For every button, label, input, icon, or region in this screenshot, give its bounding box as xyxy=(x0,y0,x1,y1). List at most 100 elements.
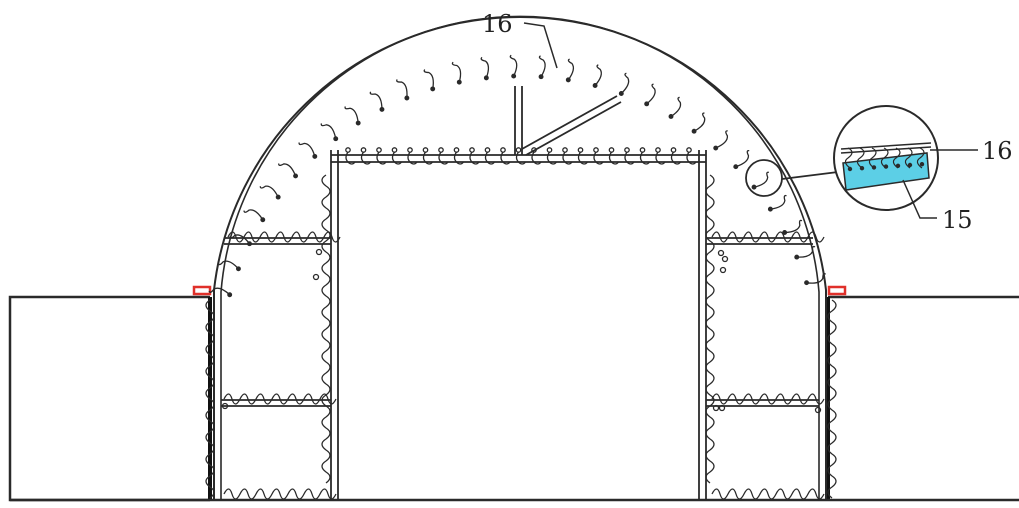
arch-bolt-head xyxy=(733,164,739,170)
arch-bolt-head xyxy=(782,230,788,235)
beam-hook xyxy=(577,151,589,165)
beam-hook-head xyxy=(360,147,367,153)
beam-hook-head xyxy=(624,147,630,153)
central-strut xyxy=(514,86,523,155)
detail-bolt xyxy=(880,147,889,169)
right-red-marker xyxy=(827,285,847,296)
arch-bolt-head xyxy=(618,91,624,96)
arch-bolt xyxy=(715,130,729,149)
detail-bolt xyxy=(868,147,877,169)
arch-bolt xyxy=(693,112,706,132)
beam-hook-head xyxy=(577,147,584,153)
beam-hook-head xyxy=(453,147,460,153)
arch-bolt xyxy=(784,219,803,234)
detail-lower-label: 15 xyxy=(942,206,973,234)
arch-bolt-head xyxy=(227,292,233,298)
detail-bolt xyxy=(856,147,865,169)
beam-hook xyxy=(453,151,465,165)
arch-bolt xyxy=(735,149,750,168)
crossbar-wave xyxy=(223,393,337,405)
beam-hook xyxy=(670,151,682,165)
arch-bolt xyxy=(259,185,279,198)
arch-bolt-head xyxy=(565,77,571,83)
beam-hook xyxy=(422,151,434,165)
detail-magnified-view xyxy=(833,105,939,211)
detail-bolt xyxy=(904,147,913,169)
wall-wave xyxy=(827,299,837,499)
arch-bolt-head xyxy=(804,280,810,286)
arch-bolt xyxy=(806,273,827,284)
beam-hook xyxy=(438,151,449,165)
detail-bolt-head xyxy=(859,165,865,171)
arch-bolt-head xyxy=(751,184,757,190)
beam-hook xyxy=(345,151,356,165)
right-holes xyxy=(712,249,822,414)
arch-bolt xyxy=(278,163,297,177)
arch-bolt-head xyxy=(511,73,517,79)
beam-hook-head xyxy=(407,147,413,153)
arch-bolt xyxy=(423,69,434,89)
detail-bolt xyxy=(892,147,901,169)
arch-bolt-head xyxy=(592,83,598,88)
arch-bolt-head xyxy=(235,266,241,272)
beam-hook xyxy=(407,151,418,165)
detail-shotcrete-layer xyxy=(842,152,930,191)
beam-hook xyxy=(391,151,403,165)
arch-bolt xyxy=(298,142,316,157)
arch-bolt xyxy=(480,56,490,79)
arch-bolt xyxy=(208,287,231,296)
beam-hook xyxy=(500,151,511,165)
arch-bolt-head xyxy=(312,153,318,159)
arch-bolt-head xyxy=(275,194,281,200)
right-inner-frame xyxy=(698,150,819,500)
left-red-marker xyxy=(192,285,212,296)
crossbar-wave xyxy=(223,488,337,500)
arch-bolt xyxy=(753,171,770,188)
arch-bolt xyxy=(396,79,408,99)
arch-bolt xyxy=(509,54,518,77)
arch-bolt xyxy=(567,58,575,81)
arch-bolt xyxy=(620,72,630,94)
beam-hook xyxy=(593,151,604,165)
arch-bolt-head xyxy=(538,74,544,80)
top-label: 16 xyxy=(482,10,513,38)
arch-bolt xyxy=(770,194,787,210)
arch-bolt xyxy=(344,106,359,124)
arch-bolt-head xyxy=(691,128,697,134)
beam-hook-head xyxy=(670,147,677,153)
beam-hook-head xyxy=(345,147,351,153)
detail-bolt-head xyxy=(883,164,889,169)
right-ground-block xyxy=(826,295,1019,500)
crossbar-wave xyxy=(711,488,825,500)
detail-upper-label: 16 xyxy=(982,137,1013,165)
label-leaders xyxy=(523,22,978,219)
crossbar-wave xyxy=(227,231,341,243)
beam-hook-head xyxy=(639,147,646,153)
arch-bolt-waves xyxy=(208,54,827,298)
arch-bolt-head xyxy=(483,75,489,81)
beam-hook xyxy=(515,151,527,165)
beam-hook xyxy=(484,151,496,165)
beam-hook-head xyxy=(500,147,506,153)
beam-hook-head xyxy=(655,147,661,153)
wall-bolt-waves xyxy=(205,174,837,500)
arch-bolt xyxy=(670,96,682,118)
detail-bolt-head xyxy=(847,166,853,172)
beam-bolt-hooks xyxy=(345,147,697,165)
arch-bolt-head xyxy=(333,136,339,142)
beam-hook xyxy=(686,151,697,165)
arch-bolt-head xyxy=(247,241,252,247)
left-holes xyxy=(221,248,323,410)
beam-hook xyxy=(376,151,387,165)
left-ground-block xyxy=(8,295,212,502)
beam-hook-head xyxy=(438,147,444,153)
arch-bolt xyxy=(594,64,602,86)
detail-bolt-head xyxy=(907,162,913,168)
arch-bolt-head xyxy=(767,206,773,212)
beam-hook-head xyxy=(391,147,398,153)
arch-bolt xyxy=(217,260,239,270)
beam-hook xyxy=(546,151,558,165)
arch-bolt-head xyxy=(355,120,361,126)
